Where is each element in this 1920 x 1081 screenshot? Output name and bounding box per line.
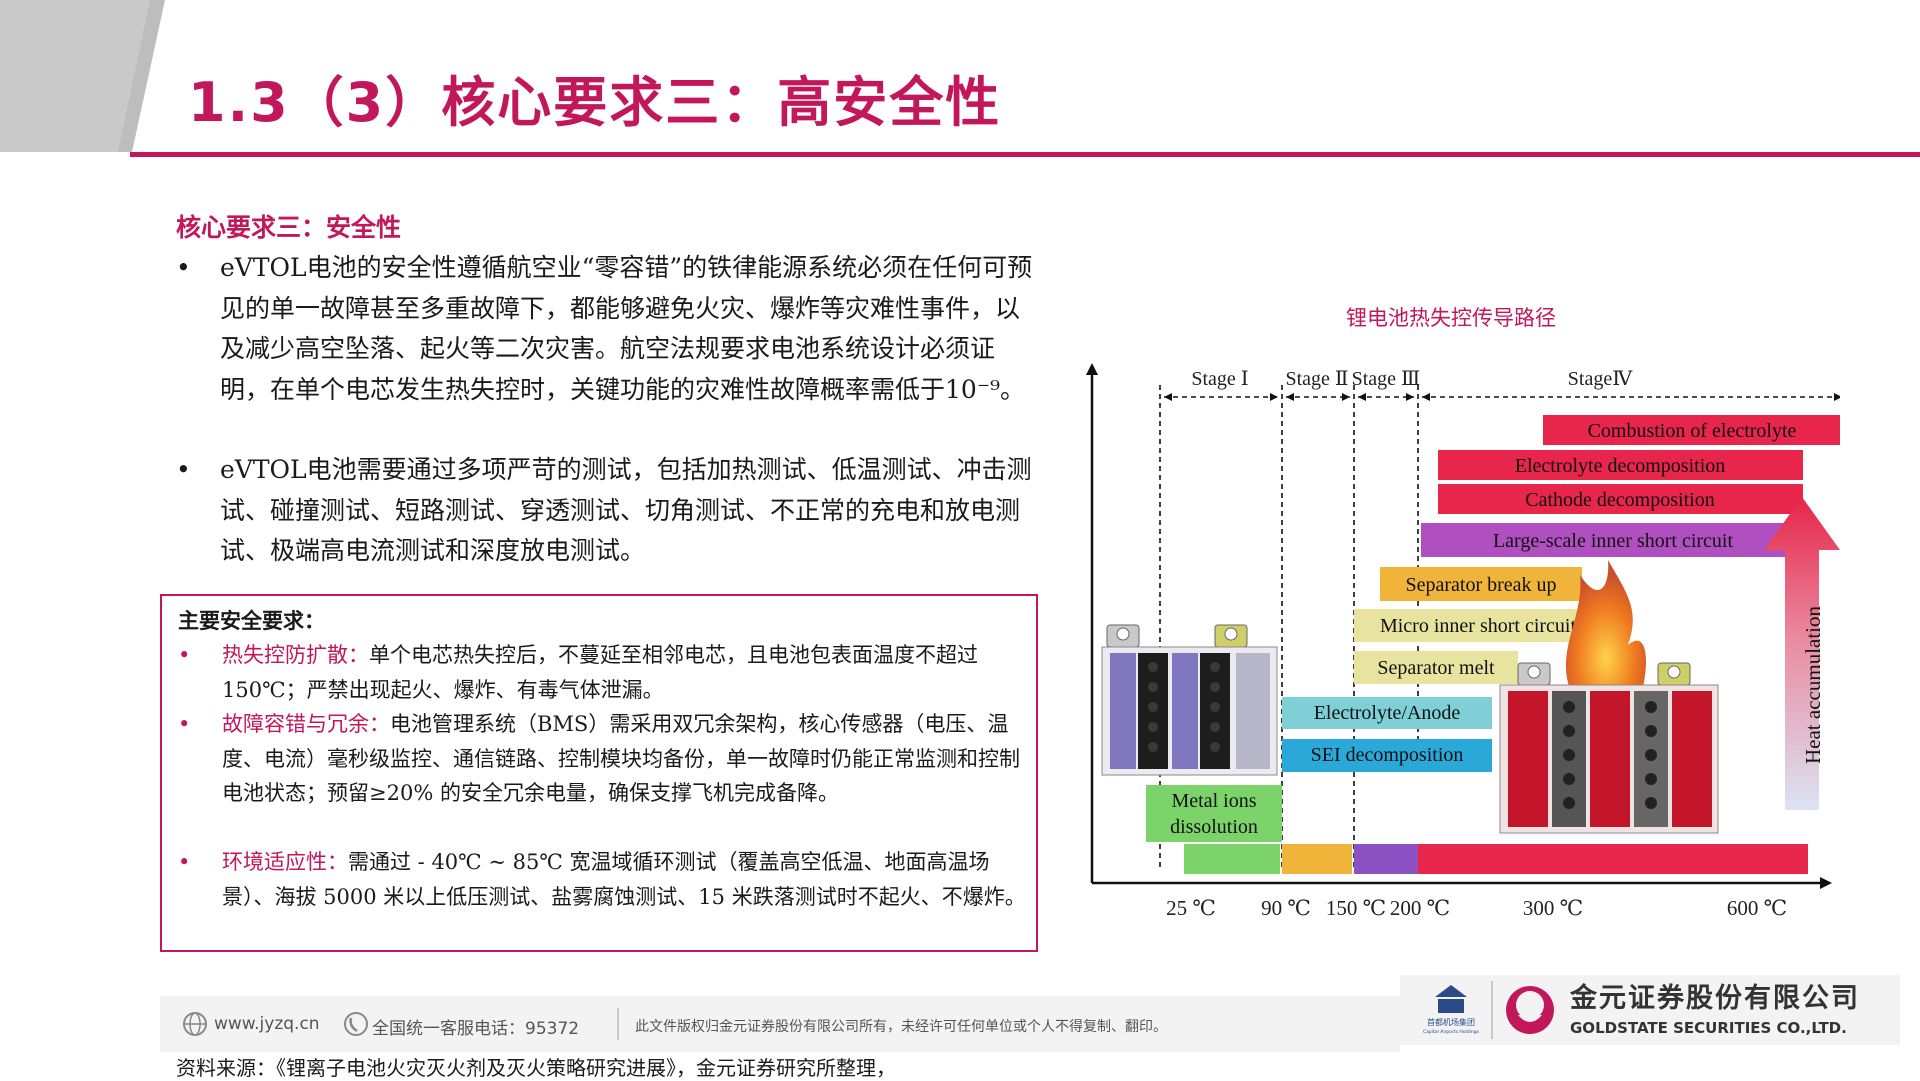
heat-accumulation-arrow: Heat accumulation xyxy=(1764,497,1840,810)
requirements-box xyxy=(160,594,1038,952)
header-corner-decoration xyxy=(0,0,165,152)
footer-hotline: 全国统一客服电话：95372 xyxy=(372,1019,580,1039)
footer-bar xyxy=(160,996,1400,1052)
requirement-item: • 热失控防扩散：单个电芯热失控后，不蔓延至相邻电芯，且电池包表面温度不超过 1… xyxy=(178,638,1028,707)
bullet-dot: • xyxy=(176,455,191,484)
x-tick-label: 25 ℃ xyxy=(1166,896,1216,920)
normal-battery-cell-icon xyxy=(1101,624,1278,776)
globe-icon xyxy=(183,1012,207,1036)
temp-band-red xyxy=(1418,844,1808,874)
x-tick-label: 600 ℃ xyxy=(1727,896,1787,920)
event-combustion-of-electrolyte: Combustion of electrolyte xyxy=(1543,415,1840,445)
requirement-label: 热失控防扩散： xyxy=(222,643,369,667)
bullet-dot: • xyxy=(178,850,191,874)
stage-label: Stage Ⅱ xyxy=(1285,368,1348,390)
group-name: 首都机场集团 xyxy=(1427,1017,1475,1027)
event-electrolyte-decomposition: Electrolyte decomposition xyxy=(1438,450,1803,480)
goldstate-logo-icon xyxy=(1506,986,1554,1034)
bullet-dot: • xyxy=(178,712,191,736)
y-axis-label: Heat accumulation xyxy=(1801,605,1825,764)
group-name-en: Capital Airports Holdings xyxy=(1423,1029,1480,1035)
requirement-text: 电池管理系统（BMS）需采用双冗余架构，核心传感器（电压、温度、电流）毫秒级监控… xyxy=(222,712,1020,805)
requirement-item: • 故障容错与冗余：电池管理系统（BMS）需采用双冗余架构，核心传感器（电压、温… xyxy=(178,707,1028,811)
temp-band-purple xyxy=(1354,844,1418,874)
event-label: Separator break up xyxy=(1405,574,1556,596)
event-label: Cathode decomposition xyxy=(1525,489,1714,511)
thermal-runaway-diagram: Stage Ⅰ Stage Ⅱ Stage Ⅲ StageⅣ Combustio… xyxy=(1086,363,1840,920)
requirement-label: 环境适应性： xyxy=(222,850,348,874)
event-label: Electrolyte decomposition xyxy=(1515,455,1726,477)
x-tick-label: 90 ℃ xyxy=(1261,896,1311,920)
event-separator-break-up: Separator break up xyxy=(1380,567,1582,601)
x-tick-label: 300 ℃ xyxy=(1523,896,1583,920)
company-logo-area: 首都机场集团 Capital Airports Holdings 金元证券股份有… xyxy=(1400,975,1900,1045)
bullet-dot: • xyxy=(178,643,191,667)
event-label: Metal ions dissolution xyxy=(1170,790,1258,838)
title-divider xyxy=(130,152,1920,157)
x-axis-arrow-icon xyxy=(1820,877,1832,889)
stage-label: Stage Ⅰ xyxy=(1191,368,1248,390)
diagram-title: 锂电池热失控传导路径 xyxy=(1346,306,1556,330)
event-large-scale-inner-short-circuit: Large-scale inner short circuit xyxy=(1421,523,1805,557)
company-name-en: GOLDSTATE SECURITIES CO.,LTD. xyxy=(1570,1019,1847,1037)
bullet-item: • eVTOL电池需要通过多项严苛的测试，包括加热测试、低温测试、冲击测试、碰撞… xyxy=(176,450,1036,572)
requirement-item: • 环境适应性：需通过 - 40℃ ~ 85℃ 宽温域循环测试（覆盖高空低温、地… xyxy=(178,845,1028,914)
event-label: Separator melt xyxy=(1377,657,1495,679)
event-label: Electrolyte/Anode xyxy=(1314,702,1461,724)
bullet-text: eVTOL电池需要通过多项严苛的测试，包括加热测试、低温测试、冲击测试、碰撞测试… xyxy=(220,455,1032,565)
y-axis-arrow-icon xyxy=(1086,363,1098,375)
event-cathode-decomposition: Cathode decomposition xyxy=(1438,484,1803,514)
stage-label: Stage Ⅲ xyxy=(1352,368,1421,390)
event-sei-decomposition: SEI decomposition xyxy=(1282,739,1492,772)
company-name-cn: 金元证券股份有限公司 xyxy=(1569,982,1860,1014)
temp-band-green xyxy=(1184,844,1280,874)
requirement-text: 需通过 - 40℃ ~ 85℃ 宽温域循环测试（覆盖高空低温、地面高温场景）、海… xyxy=(222,850,1026,909)
event-micro-inner-short-circuit: Micro inner short circuit xyxy=(1354,609,1602,642)
x-tick-label: 200 ℃ xyxy=(1390,896,1450,920)
footer-website[interactable]: www.jyzq.cn xyxy=(214,1014,320,1034)
phone-icon xyxy=(344,1012,368,1036)
bullet-dot: • xyxy=(176,253,191,282)
page-title: 1.3（3）核心要求三：高安全性 xyxy=(188,71,1002,134)
temp-band-yellow xyxy=(1282,844,1352,874)
requirement-label: 故障容错与冗余： xyxy=(222,712,390,736)
event-electrolyte-anode: Electrolyte/Anode xyxy=(1282,697,1492,729)
event-label: Micro inner short circuit xyxy=(1380,615,1576,637)
requirement-text: 单个电芯热失控后，不蔓延至相邻电芯，且电池包表面温度不超过 150℃；严禁出现起… xyxy=(222,643,978,702)
footer-copyright: 此文件版权归金元证券股份有限公司所有，未经许可任何单位或个人不得复制、翻印。 xyxy=(635,1019,1167,1035)
event-label: Combustion of electrolyte xyxy=(1588,420,1797,442)
burning-battery-cell-icon xyxy=(1499,560,1719,834)
event-label: SEI decomposition xyxy=(1311,744,1464,766)
event-metal-ions-dissolution: Metal ions dissolution xyxy=(1146,785,1282,842)
bullet-text: eVTOL电池的安全性遵循航空业“零容错”的铁律能源系统必须在任何可预见的单一故… xyxy=(220,253,1033,404)
section-heading: 核心要求三：安全性 xyxy=(176,213,402,242)
event-label: Large-scale inner short circuit xyxy=(1493,530,1734,552)
requirements-heading: 主要安全要求： xyxy=(178,608,325,633)
event-separator-melt: Separator melt xyxy=(1354,651,1518,684)
x-tick-label: 150 ℃ xyxy=(1326,896,1386,920)
stage-label: StageⅣ xyxy=(1568,368,1633,390)
source-note: 资料来源：《锂离子电池火灾灭火剂及灭火策略研究进展》，金元证券研究所整理， xyxy=(176,1056,896,1080)
bullet-item: • eVTOL电池的安全性遵循航空业“零容错”的铁律能源系统必须在任何可预见的单… xyxy=(176,248,1036,410)
capital-airports-logo-icon: 首都机场集团 Capital Airports Holdings xyxy=(1423,985,1480,1035)
